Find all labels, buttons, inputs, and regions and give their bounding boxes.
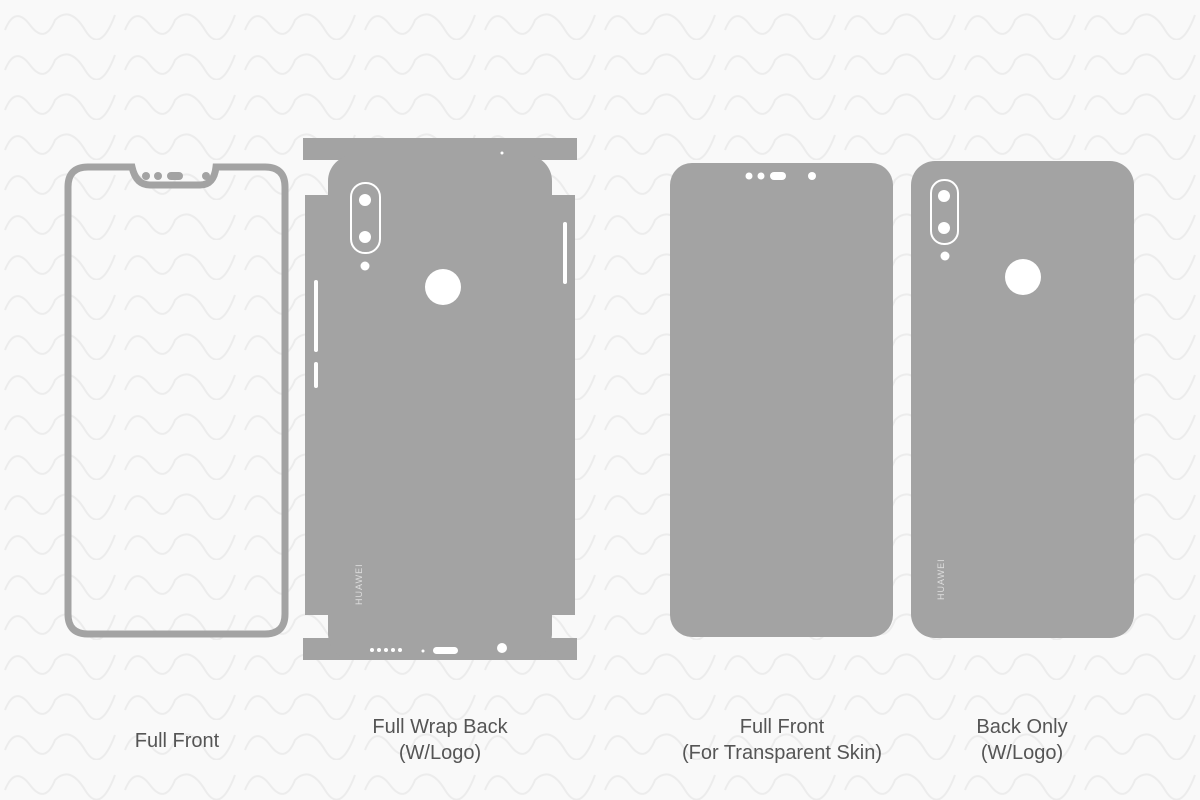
- full-front-template: [64, 163, 289, 638]
- huawei-logo-text: HUAWEI: [354, 563, 364, 605]
- label-full-front: Full Front: [27, 728, 327, 754]
- label-title: Full Front: [739, 716, 825, 738]
- label-full-front-transparent: Full Front (For Transparent Skin): [632, 714, 932, 766]
- label-title: Back Only: [976, 716, 1068, 738]
- label-subtitle: (For Transparent Skin): [681, 742, 883, 764]
- full-front-transparent-template: [670, 163, 893, 637]
- huawei-logo-text: HUAWEI: [936, 558, 946, 600]
- label-title: Full Wrap Back: [372, 716, 508, 738]
- label-subtitle: (W/Logo): [980, 742, 1064, 764]
- label-back-only: Back Only (W/Logo): [872, 714, 1172, 766]
- full-wrap-back-template: HUAWEI: [303, 138, 577, 660]
- label-subtitle: (W/Logo): [398, 742, 482, 764]
- back-only-template: HUAWEI: [911, 161, 1134, 638]
- label-full-wrap-back: Full Wrap Back (W/Logo): [290, 714, 590, 766]
- label-title: Full Front: [134, 730, 220, 752]
